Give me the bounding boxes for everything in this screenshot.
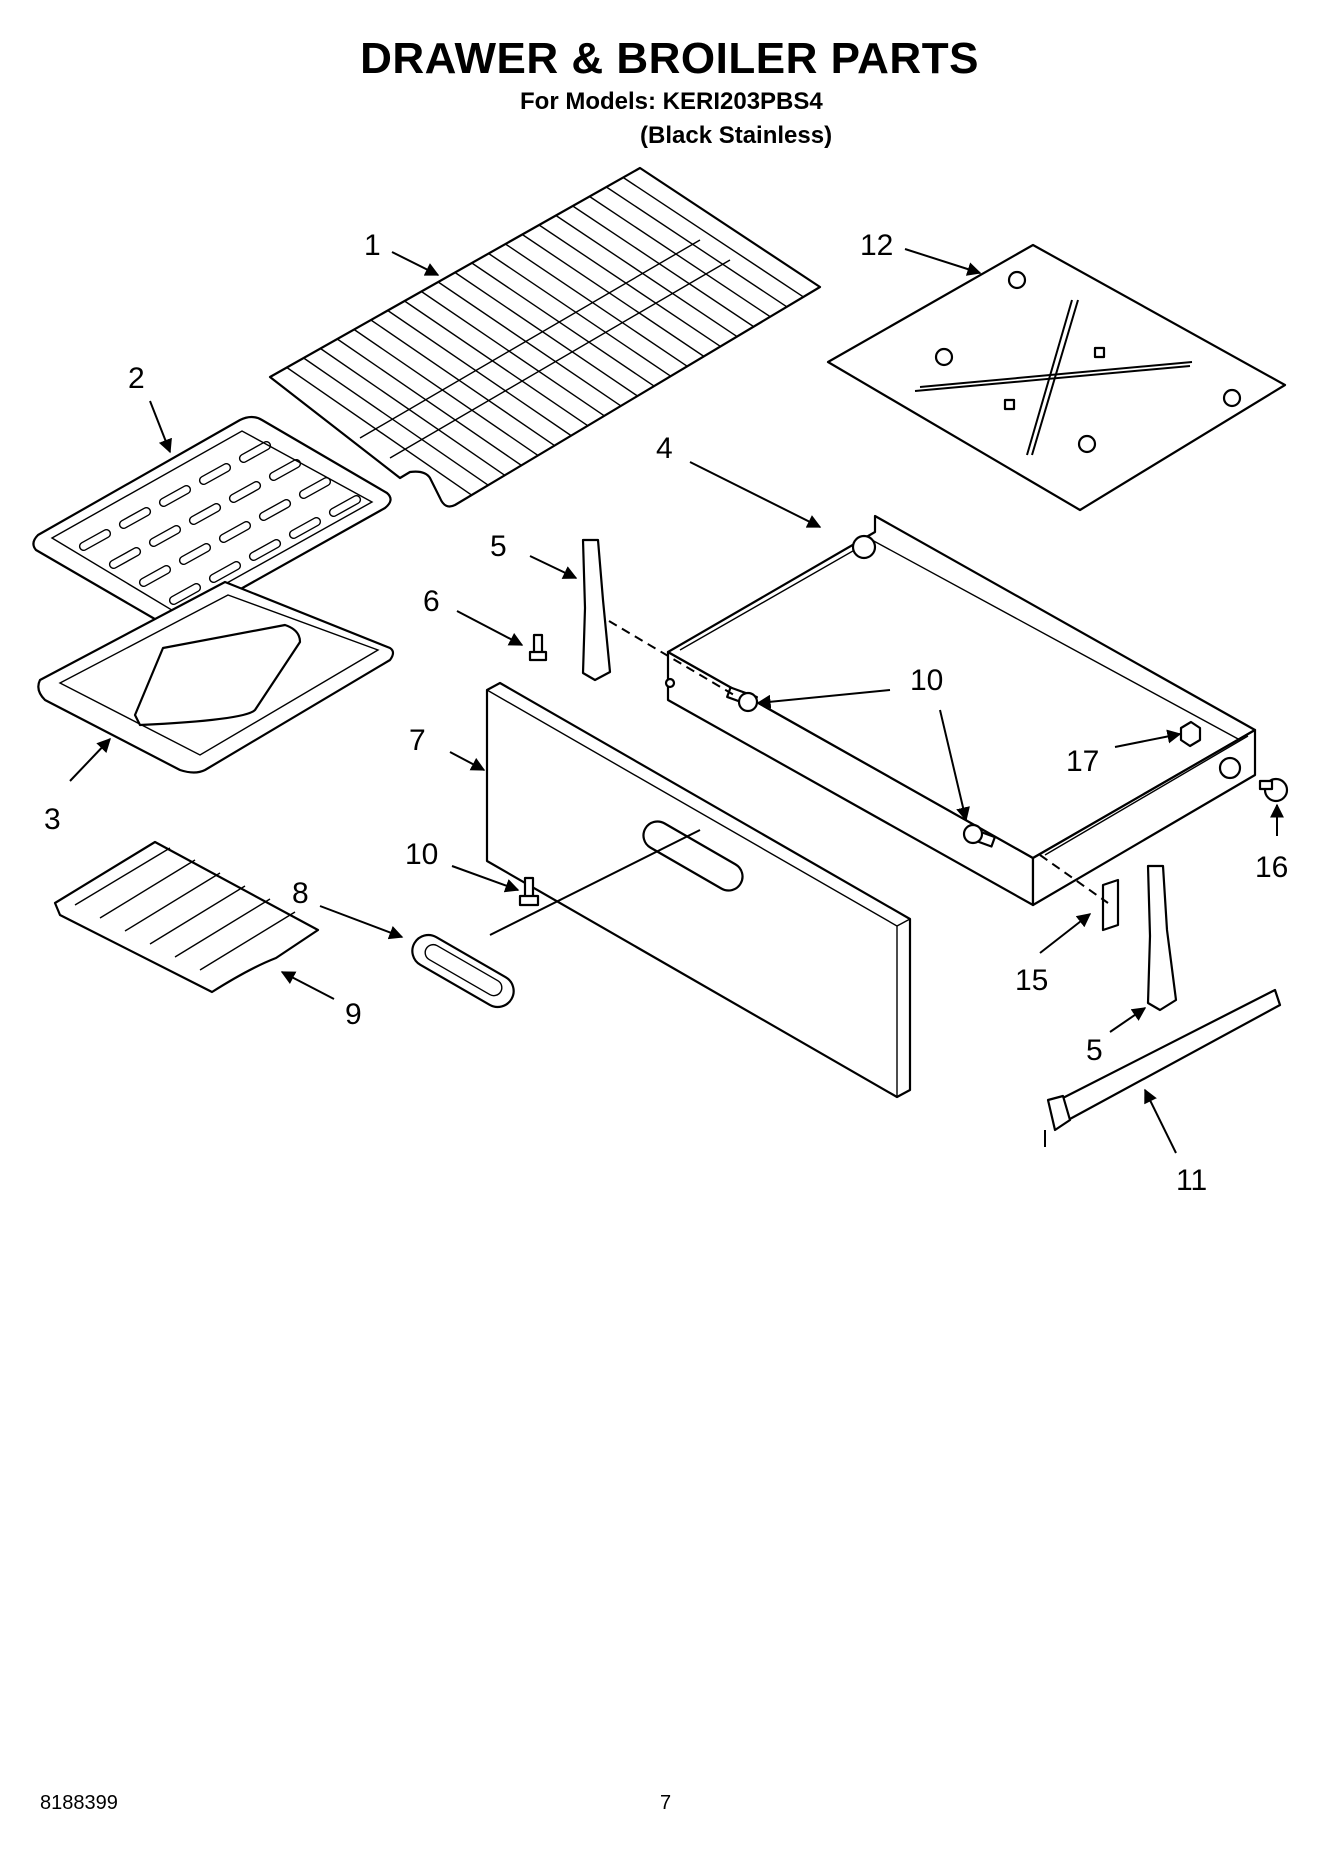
oven-rack	[268, 166, 822, 508]
callout-3: 3	[44, 803, 61, 836]
callout-4: 4	[656, 432, 673, 465]
broiler-grid	[32, 415, 392, 627]
rack-wire	[303, 357, 489, 486]
callout-5-b: 5	[1086, 1034, 1103, 1067]
grid-slot	[298, 476, 332, 500]
callout-12: 12	[860, 229, 893, 262]
callout-10: 10	[910, 664, 943, 697]
grid-slot	[248, 538, 282, 562]
drawer-body	[664, 514, 1257, 907]
rack-wire	[622, 176, 804, 298]
document-number: 8188399	[40, 1792, 118, 1814]
grid-slot	[238, 440, 272, 464]
screw-drawer	[962, 823, 996, 848]
callout-10-b: 10	[405, 838, 438, 871]
drawer-slide-right	[1146, 864, 1178, 1012]
grid-slot	[188, 502, 222, 526]
grid-slot	[138, 564, 172, 588]
rack-wire	[555, 214, 738, 338]
callout-1: 1	[364, 229, 381, 262]
grid-slot	[288, 516, 322, 540]
callout-6: 6	[423, 585, 440, 618]
rack-wire	[286, 366, 472, 496]
grid-slot	[268, 458, 302, 482]
mounting-bracket	[1101, 878, 1120, 932]
rack-wire	[521, 233, 705, 357]
callout-labels: 1 12 2 4 5 6 7 10 17 16 3 10 8 15 5 9 11	[44, 229, 1288, 1197]
rack-wire	[353, 328, 539, 457]
rack-wire	[605, 186, 788, 308]
grid-slot	[178, 542, 212, 566]
broiler-pan	[37, 580, 395, 774]
rack-wire	[437, 281, 622, 407]
rack-wire	[387, 309, 572, 437]
rack-wire	[370, 319, 555, 447]
grid-slot	[258, 498, 292, 522]
screw-small	[528, 633, 548, 662]
rack-wire	[336, 338, 522, 466]
drawer-roller	[1258, 777, 1289, 803]
callout-16: 16	[1255, 851, 1288, 884]
callout-7: 7	[409, 724, 426, 757]
grid-slot	[328, 494, 362, 518]
deflector	[53, 840, 320, 994]
page-title: DRAWER & BROILER PARTS	[360, 34, 979, 83]
rack-wire	[505, 243, 688, 367]
callout-17: 17	[1066, 745, 1099, 778]
screw-front	[518, 876, 540, 907]
callout-9: 9	[345, 998, 362, 1031]
grid-slot	[228, 480, 262, 504]
callout-11: 11	[1176, 1164, 1207, 1197]
rack-wire	[538, 224, 721, 348]
model-variant: (Black Stainless)	[640, 122, 833, 149]
callout-8: 8	[292, 877, 309, 910]
rack-wire	[420, 290, 605, 417]
bottom-panel	[826, 243, 1287, 512]
models-line: For Models: KERI203PBS4	[520, 88, 823, 115]
grid-slot	[208, 560, 242, 584]
grid-slot	[78, 528, 112, 552]
rack-wire	[471, 262, 655, 387]
grid-slot	[198, 462, 232, 486]
grid-slot	[218, 520, 252, 544]
drawer-front	[485, 681, 912, 1099]
callout-5: 5	[490, 530, 507, 563]
callout-2: 2	[128, 362, 145, 395]
hex-nut	[1179, 720, 1202, 748]
rack-wire	[488, 252, 672, 377]
rack-wire	[454, 271, 638, 397]
rack-wire	[320, 347, 506, 476]
grid-slot	[148, 524, 182, 548]
grid-slot	[108, 546, 142, 570]
drawer-rail	[1044, 988, 1282, 1147]
rack-wire	[572, 205, 755, 328]
callout-15: 15	[1015, 964, 1048, 997]
handle-insert	[411, 933, 515, 1009]
grid-slot	[168, 582, 202, 606]
rack-wire	[589, 195, 771, 318]
grid-slot	[158, 484, 192, 508]
drawer-slide-left	[581, 538, 612, 682]
grid-slot	[118, 506, 152, 530]
rack-wire	[404, 300, 589, 427]
page-number: 7	[660, 1792, 672, 1814]
